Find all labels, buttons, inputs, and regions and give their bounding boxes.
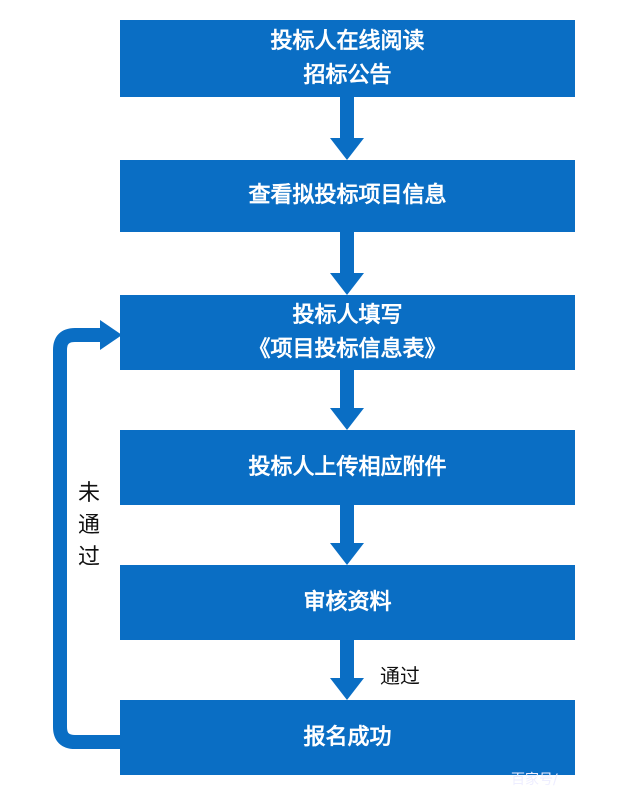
arrow-down-3 (330, 370, 364, 430)
step-fill-form: 投标人填写 《项目投标信息表》 (120, 295, 575, 370)
step-read-announcement: 投标人在线阅读 招标公告 (120, 20, 575, 97)
fail-label: 未通过 (77, 481, 100, 570)
step-success: 报名成功 (120, 700, 575, 775)
step-text: 报名成功 (303, 724, 392, 750)
step-text: 投标人填写 (292, 302, 403, 328)
loop-back-arrow (53, 320, 122, 749)
arrow-down-2 (330, 232, 364, 295)
step-text: 投标人在线阅读 (270, 28, 425, 54)
step-text: 审核资料 (303, 589, 392, 615)
arrow-down-1 (330, 97, 364, 160)
step-text: 查看拟投标项目信息 (248, 183, 447, 208)
watermark: 百家号/ (511, 772, 558, 788)
arrow-down-5 (330, 640, 364, 700)
step-text: 招标公告 (303, 62, 392, 88)
step-text: 投标人上传相应附件 (248, 454, 447, 480)
arrow-down-4 (330, 505, 364, 565)
step-upload-attachments: 投标人上传相应附件 (120, 430, 575, 505)
step-text: 《项目投标信息表》 (248, 336, 447, 362)
step-view-project-info: 查看拟投标项目信息 (120, 160, 575, 232)
pass-label: 通过 (380, 664, 420, 688)
step-review: 审核资料 (120, 565, 575, 640)
